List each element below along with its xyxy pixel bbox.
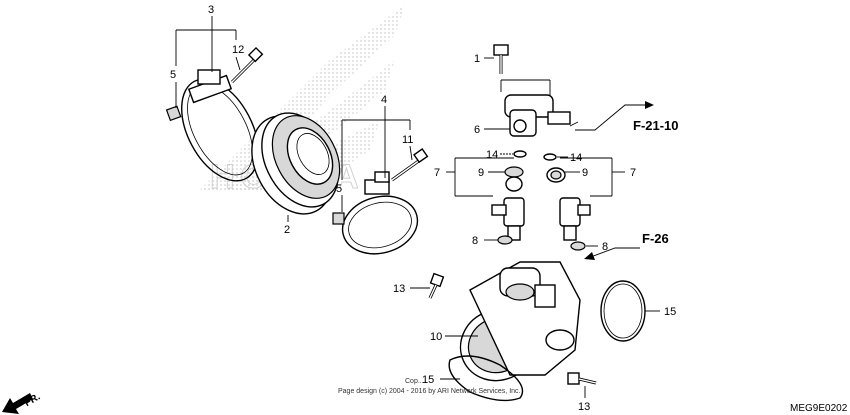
- callout-3[interactable]: 3: [208, 4, 214, 16]
- callout-12[interactable]: 12: [232, 44, 244, 56]
- callout-13-bottom[interactable]: 13: [578, 401, 590, 413]
- o-ring-8-left[interactable]: [497, 235, 513, 245]
- bolt-part-1[interactable]: [493, 44, 509, 74]
- fuel-joint-part-6[interactable]: [504, 94, 579, 137]
- callout-9-right[interactable]: 9: [582, 167, 588, 179]
- callout-15-bottom[interactable]: 15: [422, 374, 434, 386]
- callout-4[interactable]: 4: [381, 94, 387, 106]
- copyright-line-2: Page design (c) 2004 - 2016 by ARI Netwo…: [338, 388, 521, 395]
- bolt-part-13-bottom[interactable]: [567, 372, 597, 385]
- callout-5-right[interactable]: 5: [336, 183, 342, 195]
- callout-8-left[interactable]: 8: [472, 235, 478, 247]
- clamp-nut-5-right[interactable]: [332, 212, 345, 225]
- o-ring-14-left[interactable]: [513, 150, 527, 158]
- front-label: FR.: [23, 391, 43, 409]
- seal-ring-9-right[interactable]: [546, 167, 566, 183]
- clamp-band-right[interactable]: [336, 171, 424, 262]
- callout-5-left[interactable]: 5: [170, 69, 176, 81]
- callout-7-left[interactable]: 7: [434, 167, 440, 179]
- callout-7-right[interactable]: 7: [630, 167, 636, 179]
- reference-f-26[interactable]: F-26: [642, 231, 669, 246]
- callout-14-right[interactable]: 14: [570, 152, 582, 164]
- front-arrow-icon: FR.: [2, 391, 42, 414]
- callout-15-right[interactable]: 15: [664, 306, 676, 318]
- leader-lines: [175, 16, 660, 398]
- clamp-screw-11[interactable]: [391, 148, 429, 182]
- injector-left[interactable]: [491, 197, 525, 241]
- callout-8-right[interactable]: 8: [602, 241, 608, 253]
- throttle-body-part-10[interactable]: [449, 261, 581, 393]
- bolt-part-13-left[interactable]: [428, 272, 445, 299]
- callout-10[interactable]: 10: [430, 331, 442, 343]
- gasket-part-15-right[interactable]: [600, 280, 646, 342]
- reference-f-21-10[interactable]: F-21-10: [633, 118, 679, 133]
- callout-6[interactable]: 6: [474, 124, 480, 136]
- callout-13-left[interactable]: 13: [393, 283, 405, 295]
- clamp-band-left[interactable]: [166, 66, 274, 193]
- insulator-part-2[interactable]: [236, 100, 354, 228]
- o-ring-8-right[interactable]: [570, 241, 586, 251]
- gasket-part-15-bottom[interactable]: [448, 355, 524, 402]
- callout-11[interactable]: 11: [402, 134, 413, 146]
- clamp-screw-12[interactable]: [230, 46, 264, 84]
- clamp-nut-5-left[interactable]: [165, 105, 182, 122]
- o-ring-14-right[interactable]: [543, 153, 557, 161]
- callout-14-left[interactable]: 14: [486, 149, 498, 161]
- callout-2[interactable]: 2: [284, 224, 290, 236]
- copyright-line-1: Cop...: [405, 378, 424, 385]
- injector-right[interactable]: [559, 197, 591, 241]
- callout-1[interactable]: 1: [474, 53, 480, 65]
- diagram-code: MEG9E0202: [790, 403, 848, 414]
- callout-9-left[interactable]: 9: [478, 167, 484, 179]
- callout-labels: 3 12 5 4 11 5 2 1 6 14 14 7 9 9 7 8 8 13…: [170, 4, 676, 413]
- seal-ring-9-left[interactable]: [504, 166, 524, 192]
